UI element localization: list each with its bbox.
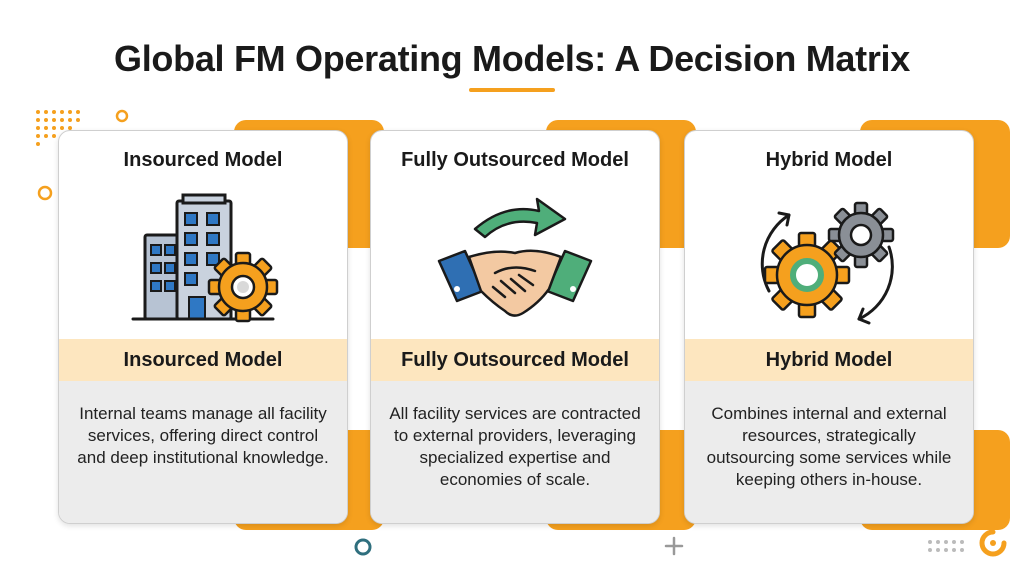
handshake-with-arrow-icon [437,197,593,317]
card-heading: Hybrid Model [765,149,893,171]
card-description: All facility services are contracted to … [389,404,641,489]
card-heading: Insourced Model [123,149,283,171]
insourced-model-card: Insourced Model [58,120,384,530]
ring-small-orange-top [115,109,129,123]
corner-logo-icon [979,529,1007,557]
card-description-panel [685,381,973,523]
card-description-panel [59,381,347,523]
card-description: Combines internal and external resources… [706,404,952,489]
title-underline [469,88,555,92]
card-heading: Fully Outsourced Model [401,149,629,171]
card-body: Hybrid Model [684,130,974,524]
fully-outsourced-model-card: Fully Outsourced Model Fully Outsourced … [370,120,696,530]
card-body: Fully Outsourced Model Fully Outsourced … [370,130,660,524]
card-band-label: Insourced Model [59,339,347,381]
building-with-gear-icon [131,193,279,323]
interlocking-gears-icon [760,201,895,325]
hybrid-model-card: Hybrid Model [684,120,1010,530]
dot-grid-top-left [36,110,80,146]
page-title: Global FM Operating Models: A Decision M… [114,38,910,79]
card-band-label: Fully Outsourced Model [371,339,659,381]
ring-teal-bottom [354,538,372,556]
card-body: Insourced Model [58,130,348,524]
card-description-panel [371,381,659,523]
plus-icon [664,536,684,556]
card-band-label: Hybrid Model [685,339,973,381]
ring-small-orange-left [37,185,53,201]
dot-grid-bottom-right [928,540,964,552]
card-description: Internal teams manage all facility servi… [77,404,329,467]
